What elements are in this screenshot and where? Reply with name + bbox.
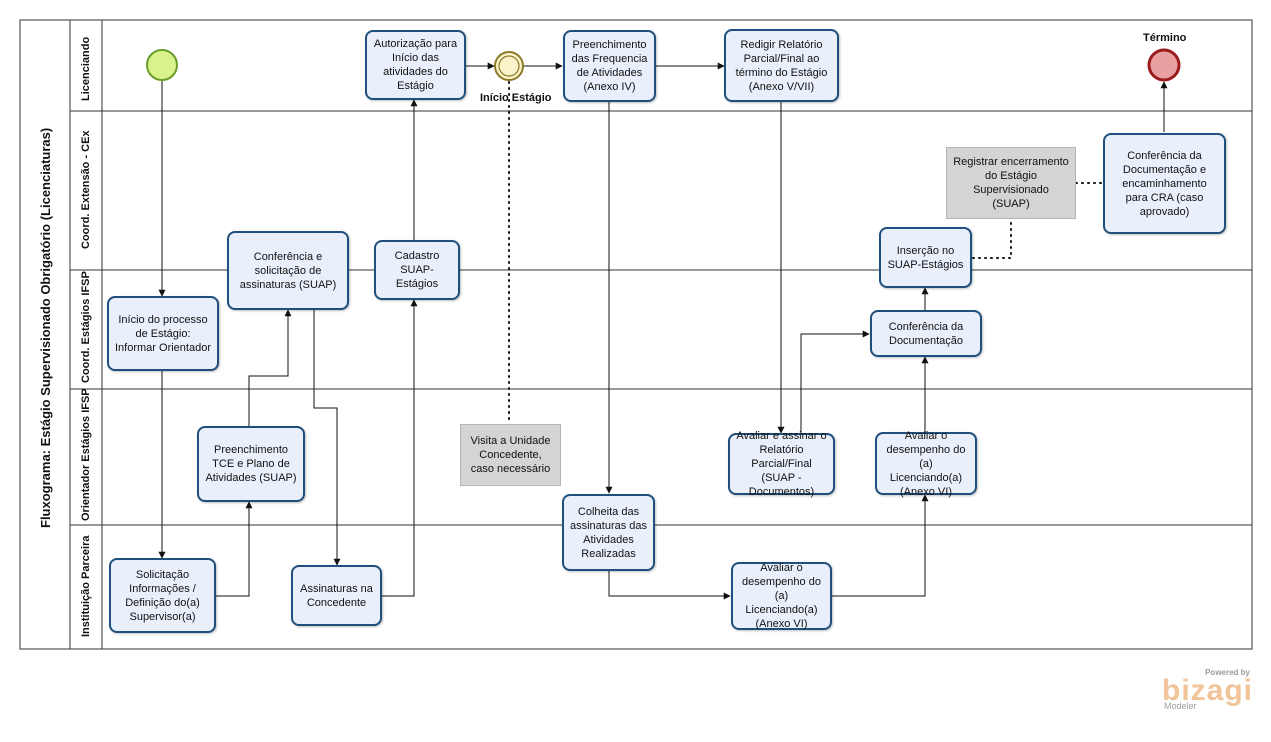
bizagi-logo: Powered by bizagi Modeler <box>1160 668 1252 712</box>
lane-label-licenciando: Licenciando <box>80 36 92 101</box>
flow-avaliar-relatorio-to-conferencia-doc <box>800 330 870 433</box>
note-registrar-encerramento: Registrar encerramento do Estágio Superv… <box>946 147 1076 219</box>
task-cadastro-suap[interactable]: Cadastro SUAP-Estágios <box>374 240 460 300</box>
task-redigir-relatorio[interactable]: Redigir Relatório Parcial/Final ao térmi… <box>724 29 839 102</box>
powered-by-text: Powered by <box>1205 668 1250 677</box>
intermediate-event-inner <box>498 55 520 77</box>
pool-border <box>19 19 1253 650</box>
association-insercao-registrar <box>966 218 1012 259</box>
intermediate-event-label: Início Estágio <box>480 92 552 104</box>
task-conferencia-assinaturas[interactable]: Conferência e solicitação de assinaturas… <box>227 231 349 310</box>
flow-solicitacao-to-tce <box>216 501 253 597</box>
end-event-label: Término <box>1143 32 1187 44</box>
task-avaliar-relatorio[interactable]: Avaliar e assinar o Relatório Parcial/Fi… <box>728 430 835 498</box>
task-preenchimento-tce[interactable]: Preenchimento TCE e Plano de Atividades … <box>197 426 305 502</box>
task-avaliar-desempenho-orientador[interactable]: Avaliar o desempenho do (a) Licenciando(… <box>875 430 977 498</box>
lane-label-instituicao: Instituição Parceira <box>80 535 92 638</box>
pool-title: Fluxograma: Estágio Supervisionado Obrig… <box>38 127 53 528</box>
task-solicitacao-informacoes[interactable]: Solicitação Informações / Definição do(a… <box>109 558 216 633</box>
task-colheita-assinaturas[interactable]: Colheita das assinaturas das Atividades … <box>562 494 655 571</box>
task-preenchimento-frequencia[interactable]: Preenchimento das Frequencia de Atividad… <box>563 30 656 102</box>
flow-avaliar-parceira-to-avaliar-orientador <box>832 494 929 597</box>
task-inicio-processo[interactable]: Início do processo de Estágio: Informar … <box>107 296 219 371</box>
note-visita-unidade: Visita a Unidade Concedente, caso necess… <box>460 424 561 486</box>
bizagi-wordmark: bizagi <box>1162 674 1254 707</box>
task-autorizacao[interactable]: Autorização para Início das atividades d… <box>365 30 466 100</box>
start-event <box>146 49 178 81</box>
task-conferencia-documentacao[interactable]: Conferência da Documentação <box>870 310 982 357</box>
task-conferencia-cra[interactable]: Conferência da Documentação e encaminham… <box>1103 133 1226 234</box>
flow-colheita-to-avaliar-parceira <box>608 571 731 600</box>
lane-label-orientador: Orientador Estágios IFSP <box>80 388 92 521</box>
flow-assinaturas-to-cadastro <box>382 299 418 597</box>
task-avaliar-desempenho-parceira[interactable]: Avaliar o desempenho do (a) Licenciando(… <box>731 562 832 630</box>
modeler-text: Modeler <box>1164 701 1197 711</box>
end-event <box>1147 48 1181 82</box>
lane-label-coord-extensao: Coord. Extensão - CEx <box>80 130 92 249</box>
task-assinaturas-concedente[interactable]: Assinaturas na Concedente <box>291 565 382 626</box>
flow-conferencia-to-assinaturas <box>313 310 341 566</box>
task-insercao-suap[interactable]: Inserção no SUAP-Estágios <box>879 227 972 288</box>
lane-label-coord-estagios: Coord. Estágios IFSP <box>80 271 92 383</box>
flow-tce-to-conferencia <box>248 309 292 426</box>
